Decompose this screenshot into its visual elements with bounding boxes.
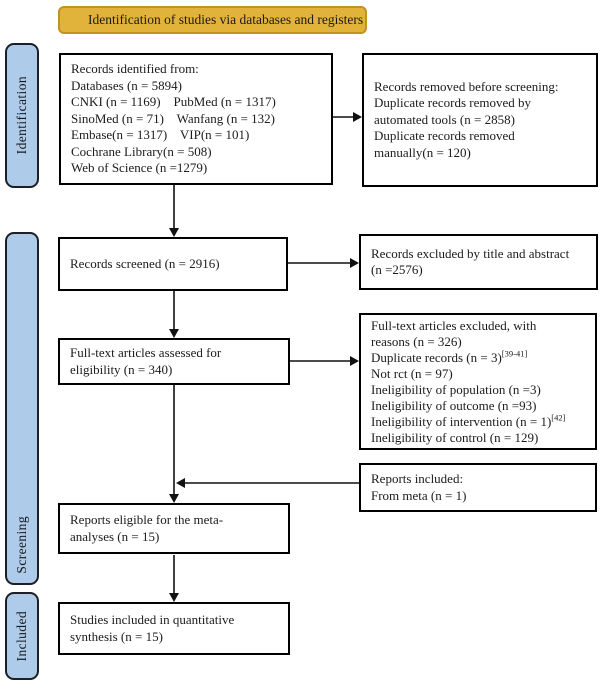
- arrow-assessed-to-eligible: [169, 385, 179, 503]
- banner-title: Identification of studies via databases …: [58, 6, 367, 34]
- text-line: Duplicate records removed by: [374, 95, 532, 111]
- text-line: CNKI (n = 1169) PubMed (n = 1317): [71, 94, 276, 110]
- arrow-identified-to-screened: [169, 185, 179, 237]
- banner-label: Identification of studies via databases …: [88, 12, 364, 27]
- citation-superscript: [39-41]: [501, 348, 528, 359]
- box-reports-included: Reports included: From meta (n = 1): [359, 463, 597, 512]
- text-line: analyses (n = 15): [70, 528, 160, 544]
- stage-label-screening: Screening: [5, 232, 39, 585]
- text-line: Records removed before screening:: [374, 78, 559, 94]
- text-line: Records identified from:: [71, 61, 199, 77]
- text-line: Full-text articles excluded, with: [371, 317, 537, 333]
- box-fulltext-assessed: Full-text articles assessed for eligibil…: [58, 338, 290, 385]
- text-line: automated tools (n = 2858): [374, 111, 515, 127]
- box-studies-included-quantitative: Studies included in quantitative synthes…: [58, 602, 290, 655]
- text-line: eligibility (n = 340): [70, 361, 173, 377]
- text-line: Studies included in quantitative: [70, 612, 235, 627]
- text-line: Not rct (n = 97): [371, 365, 453, 381]
- box-fulltext-excluded: Full-text articles excluded, with reason…: [359, 313, 597, 450]
- text-line-body: Duplicate records (n = 3): [371, 349, 502, 365]
- arrow-identified-to-removed: [333, 112, 362, 122]
- text-line: reasons (n = 326): [371, 333, 462, 349]
- arrow-eligible-to-quantitative: [169, 555, 179, 602]
- box-records-identified: Records identified from: Databases (n = …: [59, 53, 333, 185]
- arrow-reports-included-to-junction: [176, 478, 359, 488]
- text-line: Records excluded by title and abstract: [371, 245, 570, 261]
- text-line: Cochrane Library(n = 508): [71, 143, 212, 159]
- stage-text: Screening: [14, 516, 29, 574]
- text-line: Ineligibility of intervention (n = 1)[42…: [371, 412, 585, 430]
- text-line: Ineligibility of outcome (n =93): [371, 397, 537, 413]
- text-line: SinoMed (n = 71) Wanfang (n = 132): [71, 110, 276, 126]
- box-records-screened: Records screened (n = 2916): [58, 237, 288, 291]
- stage-label-included: Included: [5, 592, 39, 680]
- text-line: Embase(n = 1317) VIP(n = 101): [71, 127, 250, 143]
- stage-label-identification: Identification: [5, 43, 39, 188]
- box-records-removed: Records removed before screening: Duplic…: [362, 53, 598, 187]
- citation-superscript: [42]: [551, 412, 566, 423]
- text-line: Reports eligible for the meta-: [70, 512, 224, 527]
- stage-text: Included: [14, 610, 29, 662]
- arrow-screened-to-excluded: [288, 258, 359, 268]
- text-line: Ineligibility of population (n =3): [371, 381, 541, 397]
- text-line: Records screened (n = 2916): [70, 255, 220, 271]
- stage-text: Identification: [14, 76, 29, 155]
- text-line: From meta (n = 1): [371, 487, 467, 503]
- arrow-screened-to-assessed: [169, 291, 179, 338]
- text-line: Full-text articles assessed for: [70, 345, 222, 360]
- box-records-excluded-title-abstract: Records excluded by title and abstract (…: [359, 234, 598, 290]
- box-reports-eligible: Reports eligible for the meta- analyses …: [58, 503, 290, 554]
- text-line: manually(n = 120): [374, 144, 471, 160]
- text-line: (n =2576): [371, 262, 423, 277]
- text-line: Ineligibility of control (n = 129): [371, 429, 539, 445]
- text-line: Databases (n = 5894): [71, 77, 182, 93]
- text-line: synthesis (n = 15): [70, 628, 163, 644]
- text-line: Reports included:: [371, 471, 464, 486]
- text-line: Duplicate records removed: [374, 128, 515, 144]
- text-line: Web of Science (n =1279): [71, 160, 208, 176]
- arrow-assessed-to-excluded: [290, 356, 359, 366]
- text-line: Duplicate records (n = 3)[39-41]: [371, 348, 585, 366]
- text-line-body: Ineligibility of intervention (n = 1): [371, 413, 552, 429]
